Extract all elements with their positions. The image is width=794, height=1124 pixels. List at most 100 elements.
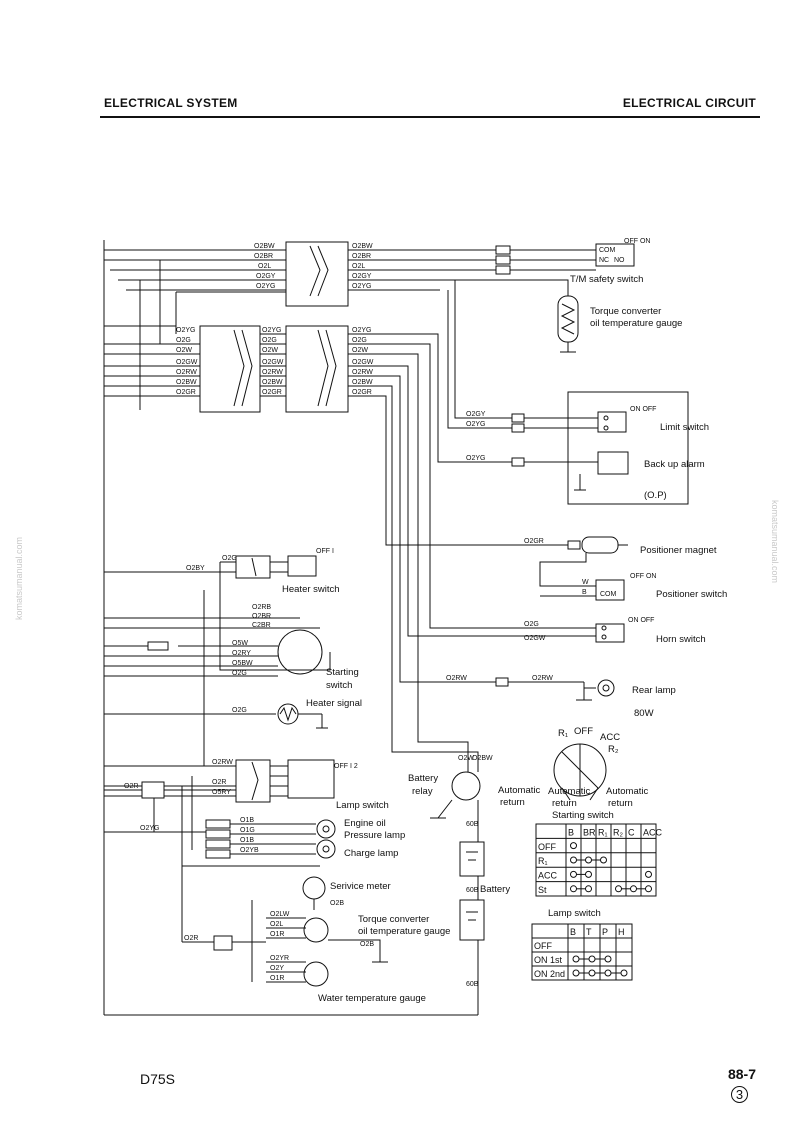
- wire-label: O2W: [262, 347, 278, 354]
- wire-label: O2YG: [352, 327, 371, 334]
- table-header-cell: R₂: [613, 827, 623, 837]
- starting-switch-label-1: Starting: [326, 667, 359, 678]
- heater-state: OFF I: [316, 548, 334, 555]
- connector-2-wires: [104, 260, 596, 772]
- op-label: (O.P): [644, 490, 667, 501]
- left-relay: [104, 590, 236, 942]
- table-header-cell: R₁: [598, 827, 608, 837]
- wire-label: O1B: [240, 837, 254, 844]
- section-title: ELECTRICAL SYSTEM: [104, 96, 238, 110]
- wire-label: O1B: [240, 817, 254, 824]
- optional-box: ON OFF Limit switch Back up alarm (O.P): [511, 391, 709, 505]
- tm-safety-switch: COM NC NO OFF ON T/M safety switch: [495, 238, 650, 285]
- wire-label: O2YG: [140, 825, 159, 832]
- wire-label: O2RW: [176, 369, 197, 376]
- tc-temp-sensor-top: Torque converter oil temperature gauge: [455, 279, 682, 353]
- rear-lamp-watt: 80W: [634, 708, 654, 719]
- wire-label: O2R: [124, 783, 138, 790]
- engine-oil-label-1: Engine oil: [344, 818, 386, 829]
- tc-gauge-top-label-2: oil temperature gauge: [590, 318, 682, 329]
- wire-label: O2RW: [262, 369, 283, 376]
- table-row-label: ON 1st: [534, 955, 563, 965]
- table-header-cell: C: [628, 827, 635, 837]
- table-mark: [585, 870, 592, 878]
- wire-label: O2GR: [352, 389, 372, 396]
- lamp-switch-label: Lamp switch: [336, 800, 389, 811]
- battery-relay: Battery relay Automatic return Battery: [408, 771, 540, 1015]
- horn-switch-label: Horn switch: [656, 634, 706, 645]
- header-rule: [100, 116, 760, 118]
- table-mark: [645, 885, 652, 893]
- revision-mark: 3: [731, 1086, 748, 1103]
- heater-signal: Heater signal: [104, 698, 362, 729]
- wire-label: O2G: [352, 337, 367, 344]
- wire-label: O2GY: [466, 411, 486, 418]
- table-row-label: R₁: [538, 856, 548, 866]
- limit-switch-label: Limit switch: [660, 422, 709, 433]
- table-header-cell: H: [618, 927, 625, 937]
- table-mark: [615, 885, 622, 893]
- wire-label: O2BW: [176, 379, 197, 386]
- starting-switch: Starting switch: [104, 617, 359, 691]
- wire-label: O2YG: [352, 283, 371, 290]
- connector-1: [285, 241, 349, 307]
- wire-label: O2YG: [466, 455, 485, 462]
- tm-state-label: OFF ON: [624, 238, 650, 245]
- wire-label: O2GW: [262, 359, 284, 366]
- wire-label: O2L: [352, 263, 365, 270]
- table-row-label: OFF: [538, 842, 556, 852]
- table-mark: [585, 885, 592, 893]
- table-mark: [630, 885, 637, 893]
- table-row-label: ACC: [538, 871, 558, 881]
- limit-switch-wires: [447, 280, 512, 429]
- model-code: D75S: [140, 1071, 176, 1087]
- rear-lamp: Rear lamp 80W: [495, 677, 676, 719]
- wire-label: O2G: [232, 707, 247, 714]
- wire-label: O2GY: [256, 273, 276, 280]
- tm-com-label: COM: [599, 247, 616, 254]
- wire-label: O5RY: [212, 789, 231, 796]
- wire-label: O1G: [240, 827, 255, 834]
- horn-state: ON OFF: [628, 617, 654, 624]
- wire-label: 60B: [466, 821, 479, 828]
- auto-return-right-2: return: [608, 798, 633, 809]
- table-mark: [588, 969, 596, 977]
- starting-table-title: Starting switch: [552, 810, 614, 821]
- wire-label: O2YB: [240, 847, 259, 854]
- table-mark: [604, 969, 612, 977]
- wire-label: O2BR: [252, 613, 271, 620]
- table-row-label: OFF: [534, 941, 552, 951]
- table-row-label: St: [538, 885, 547, 895]
- engine-oil-label-2: Pressure lamp: [344, 830, 405, 841]
- wire-label: O2G: [232, 670, 247, 677]
- wire-label: O2G: [222, 555, 237, 562]
- wire-label: O2GR: [176, 389, 196, 396]
- pos-state: OFF ON: [630, 573, 656, 580]
- table-mark: [620, 969, 628, 977]
- positioner: Positioner magnet W B COM OFF ON Positio…: [539, 536, 727, 601]
- key-off: OFF: [574, 726, 593, 737]
- tm-no-label: NO: [614, 257, 625, 264]
- pos-b: B: [582, 589, 587, 596]
- key-acc: ACC: [600, 732, 620, 743]
- auto-return-right-1: Automatic: [606, 786, 648, 797]
- auto-return-label-2: return: [500, 797, 525, 808]
- wire-label: O2G: [176, 337, 191, 344]
- table-mark: [570, 842, 577, 850]
- battery-relay-label-1: Battery: [408, 773, 438, 784]
- wire-label: O2RW: [212, 759, 233, 766]
- wire-label: O2BY: [186, 565, 205, 572]
- water-temp-label: Water temperature gauge: [318, 993, 426, 1004]
- wire-label: O2YG: [256, 283, 275, 290]
- wire-label: O2RB: [252, 604, 271, 611]
- key-r1: R₁: [558, 728, 568, 739]
- wire-label: O2BW: [262, 379, 283, 386]
- table-header-cell: T: [586, 927, 592, 937]
- table-header-cell: B: [568, 827, 574, 837]
- table-mark: [570, 856, 577, 864]
- heater-switch: OFF I Heater switch: [104, 548, 340, 671]
- pos-com: COM: [600, 591, 617, 598]
- wire-label: O2W: [458, 755, 474, 762]
- wire-labels: O2BW O2BR O2L O2GY O2YG O2BW O2BR O2L O2…: [124, 243, 553, 988]
